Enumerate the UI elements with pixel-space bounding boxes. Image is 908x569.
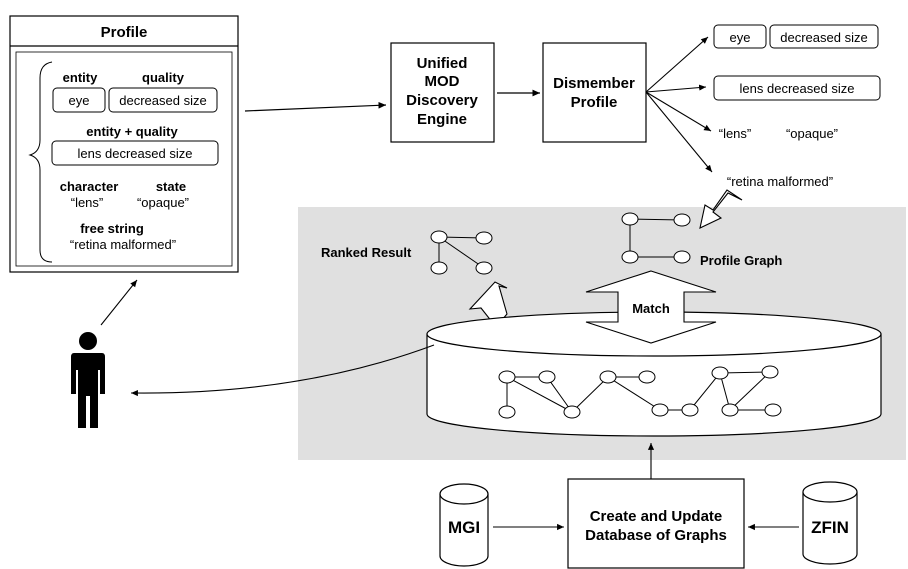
ranked-result-graph: [430, 230, 493, 275]
entity-quality-value: lens decreased size: [78, 146, 193, 161]
arrow-database-to-user: [130, 344, 435, 397]
state-label: state: [156, 179, 186, 194]
part-decreased-size: decreased size: [780, 30, 867, 45]
dismember-profile-box: Dismember Profile: [542, 42, 647, 143]
database-graphs: [498, 365, 782, 419]
discovery-engine-box: Unified MOD Discovery Engine: [390, 42, 495, 143]
part-eye: eye: [730, 30, 751, 45]
entity-quality-label: entity + quality: [86, 124, 178, 139]
match-double-arrow: [585, 270, 717, 344]
user-icon: [71, 332, 105, 428]
arrow-profile-to-engine: [244, 101, 387, 112]
entity-label: entity: [63, 70, 98, 85]
mgi-label: MGI: [448, 518, 480, 537]
zfin-database: ZFIN: [802, 481, 858, 565]
part-eye-box: [713, 24, 767, 49]
free-string-value: “retina malformed”: [70, 237, 176, 252]
part-lens-decreased-size-box: [713, 75, 881, 101]
profile-graph: [621, 212, 691, 264]
dismember-fanout-arrows: [645, 36, 713, 173]
free-string-label: free string: [80, 221, 144, 236]
zfin-label: ZFIN: [811, 518, 849, 537]
entity-box: [52, 87, 106, 113]
state-value: “opaque”: [137, 195, 189, 210]
part-lens-decreased-size: lens decreased size: [740, 81, 855, 96]
character-label: character: [60, 179, 119, 194]
svg-text:Discovery: Discovery: [406, 92, 478, 109]
mgi-database: MGI: [439, 483, 489, 567]
svg-text:Create and Update: Create and Update: [590, 508, 723, 525]
quality-box: [108, 87, 218, 113]
profile-panel: Profile entity quality eye decreased siz…: [9, 15, 239, 273]
match-label: Match: [632, 301, 670, 316]
profile-graph-label: Profile Graph: [700, 253, 782, 268]
part-opaque: “opaque”: [786, 126, 838, 141]
svg-text:Unified: Unified: [417, 55, 468, 72]
svg-text:Dismember: Dismember: [553, 75, 635, 92]
quality-value: decreased size: [119, 93, 206, 108]
part-retina-malformed: “retina malformed”: [727, 174, 833, 189]
profile-title: Profile: [101, 24, 148, 41]
svg-text:Profile: Profile: [571, 94, 618, 111]
hollow-arrow-to-profile-graph: [699, 189, 743, 229]
entity-value: eye: [69, 93, 90, 108]
profile-brace: [28, 61, 53, 263]
svg-text:Database of Graphs: Database of Graphs: [585, 527, 727, 544]
arrow-user-to-profile: [100, 279, 138, 326]
part-lens: “lens”: [719, 126, 752, 141]
character-value: “lens”: [71, 195, 104, 210]
svg-text:MOD: MOD: [425, 73, 460, 90]
create-update-box: Create and Update Database of Graphs: [567, 478, 745, 569]
part-decreased-size-box: [769, 24, 879, 49]
svg-text:Engine: Engine: [417, 111, 467, 128]
ranked-result-label: Ranked Result: [321, 245, 412, 260]
quality-label: quality: [142, 70, 185, 85]
entity-quality-box: [51, 140, 219, 166]
